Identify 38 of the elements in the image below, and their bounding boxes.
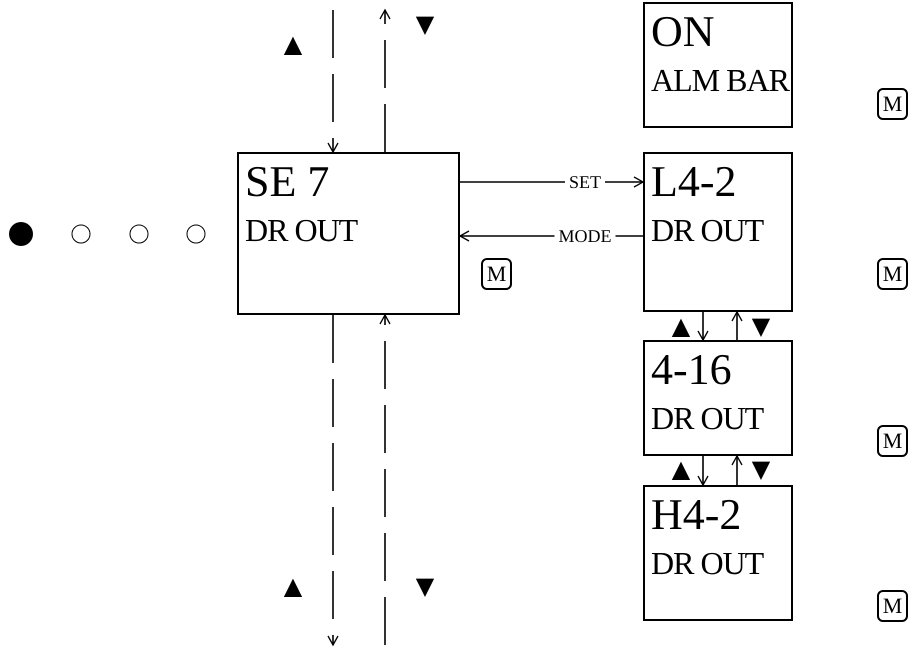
display-text: DR OUT [651,544,765,583]
m-key: M [481,258,512,290]
display-screen [643,152,793,312]
m-key: M [877,425,908,457]
button-symbol: ▼ [752,314,770,338]
button-symbol: ▲ [284,32,302,56]
edge-label: MODE [554,227,616,245]
arrow [731,311,743,340]
display-screen [643,2,793,128]
display-text: ON [651,6,716,58]
display-text: 4-16 [651,344,733,396]
arrow [697,312,709,341]
display-text: DR OUT [651,211,765,250]
arrow [731,455,743,485]
m-key: M [877,88,908,120]
display-text: L4-2 [651,156,738,208]
m-key: M [877,258,908,290]
edge-label: SET [565,173,605,191]
display-text: H4-2 [651,489,742,541]
display-text: SE 7 [245,156,330,208]
arrow [379,9,391,152]
button-symbol: ▲ [672,457,690,481]
m-key: M [877,590,908,622]
button-symbol: ▼ [416,574,434,598]
arrow [327,10,339,153]
button-symbol: ▲ [284,574,302,598]
display-text: DR OUT [245,211,359,250]
button-symbol: ▼ [752,457,770,481]
display-screen [237,152,460,315]
display-screen [643,340,793,456]
arrow [379,314,391,645]
button-symbol: ▼ [416,12,434,36]
arrow [327,315,339,646]
button-symbol: ▲ [672,314,690,338]
display-text: ALM BAR [651,61,790,100]
display-screen [643,485,793,621]
arrow [697,456,709,486]
display-text: DR OUT [651,399,765,438]
